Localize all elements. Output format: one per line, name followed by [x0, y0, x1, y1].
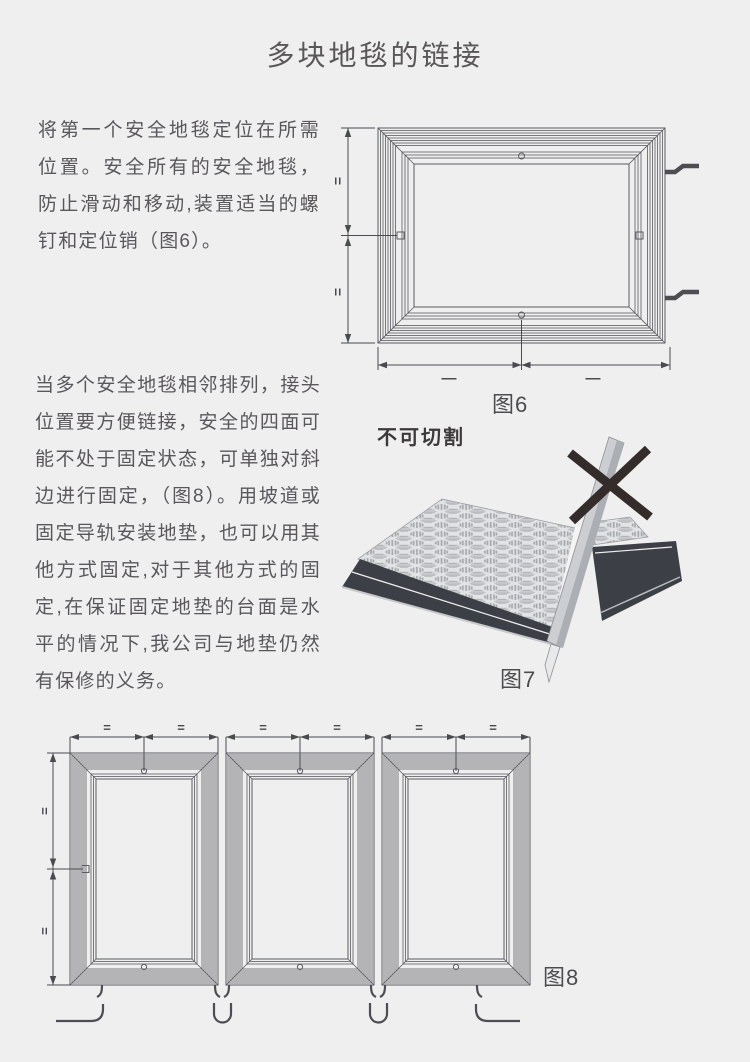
checker-plate-surface — [413, 163, 630, 308]
figure6-mat-plan-drawing: = = — — — [330, 127, 699, 383]
right-end-hook — [474, 1004, 520, 1023]
page-title: 多块地毯的链接 — [266, 40, 484, 71]
mat-1 — [69, 719, 219, 986]
mat-2 — [225, 719, 375, 986]
positioning-pins — [396, 152, 644, 319]
figure7-do-not-cut-illustration — [341, 436, 682, 684]
mat-perspective — [341, 498, 583, 648]
equal-mark: = — [330, 288, 346, 296]
mat-3 — [381, 719, 531, 986]
figure8-caption: 图8 — [543, 965, 580, 990]
intro-paragraph: 将第一个安全地毯定位在所需位置。安全所有的安全地毯，防止滑动和移动,装置适当的螺… — [38, 120, 320, 252]
figure6-caption: 图6 — [492, 392, 529, 417]
dash-mark: — — [442, 370, 457, 383]
connector-hooks — [56, 984, 520, 1024]
prohibition-x-mark — [567, 445, 653, 525]
u-hook-joint2 — [368, 1003, 389, 1024]
vertical-dimension: = = — [330, 127, 397, 344]
left-pin — [81, 865, 90, 873]
no-cut-label: 不可切割 — [377, 427, 465, 449]
equal-mark: = — [37, 807, 52, 815]
equal-mark: = — [37, 927, 52, 935]
linking-paragraph: 当多个安全地毯相邻排列，接头位置要方便链接，安全的四面可能不处于固定状态，可单独… — [35, 375, 321, 692]
left-end-hook — [56, 1004, 105, 1023]
equal-mark: = — [330, 177, 346, 185]
u-hook-joint1 — [212, 1003, 233, 1024]
horizontal-dimension: — — — [377, 320, 671, 383]
dash-mark: — — [586, 370, 601, 383]
mat-frame — [377, 127, 666, 344]
vertical-dimension: = = — [37, 752, 90, 986]
figure7-caption: 图7 — [500, 667, 537, 692]
figure8-linked-mats-drawing: = = — [37, 719, 531, 1024]
side-connector-hooks — [665, 163, 699, 301]
blade-tip — [544, 643, 561, 684]
